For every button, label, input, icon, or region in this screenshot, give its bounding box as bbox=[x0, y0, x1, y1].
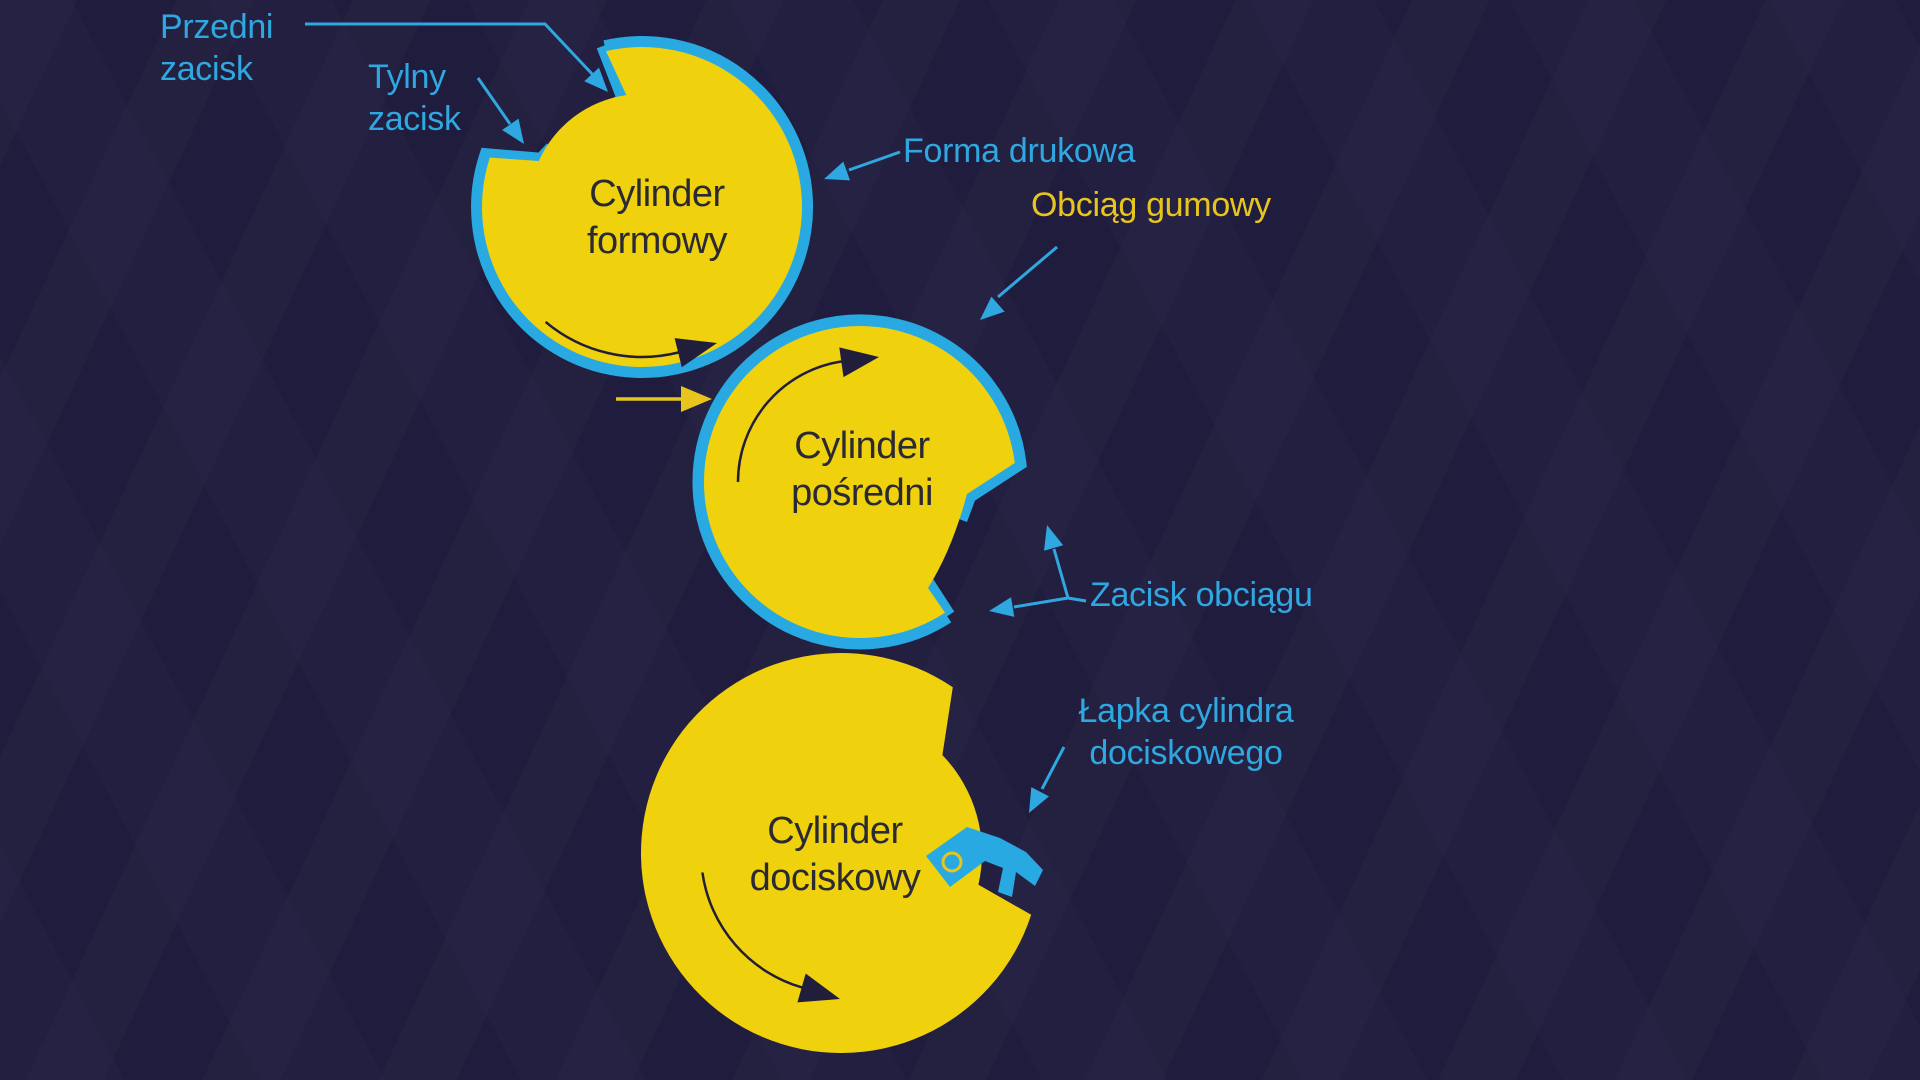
zacisk-obciagu-arrow-lower bbox=[1013, 596, 1069, 609]
cylinder-dociskowy-body bbox=[640, 653, 1032, 1054]
transfer-direction-arrow bbox=[616, 386, 712, 412]
rotation-arrowhead-dociskowy bbox=[797, 973, 840, 1003]
zacisk-obciagu-arrow-upper bbox=[1052, 548, 1087, 603]
cylinder-posredni-group bbox=[692, 314, 1027, 650]
zacisk-obciagu-arrowhead-lower bbox=[989, 597, 1015, 617]
lapka-arrowhead bbox=[1029, 787, 1049, 813]
lapka-arrow bbox=[1040, 746, 1066, 790]
cylinder-posredni-label: Cylinder pośredni bbox=[791, 423, 933, 517]
callout-arrows bbox=[305, 22, 1087, 813]
cylinder-dociskowy-label-line2: dociskowy bbox=[749, 857, 921, 899]
rotation-arrowhead-posredni bbox=[839, 347, 879, 378]
cylinder-dociskowy-label: Cylinder dociskowy bbox=[750, 808, 921, 902]
cylinder-formowy-label-line1: Cylinder bbox=[589, 173, 725, 215]
label-przedni-zacisk-line2: zacisk bbox=[160, 50, 253, 88]
label-przedni-zacisk-line1: Przedni bbox=[160, 8, 274, 46]
label-obciag-gumowy: Obciąg gumowy bbox=[1031, 186, 1271, 224]
cylinder-posredni-label-line2: pośredni bbox=[791, 472, 933, 514]
cylinder-formowy-body bbox=[481, 47, 802, 368]
label-lapka-cylindra: Łapka cylindra dociskowego bbox=[1078, 690, 1293, 774]
przedni-zacisk-arrowhead bbox=[584, 67, 608, 92]
tylny-zacisk-arrowhead bbox=[502, 118, 524, 144]
przedni-zacisk-arrow bbox=[305, 22, 596, 78]
forma-drukowa-trim bbox=[471, 36, 814, 379]
forma-drukowa-arrowhead bbox=[824, 161, 850, 181]
lapka-clamp-shape bbox=[926, 827, 1043, 897]
cylinder-formowy-label-line2: formowy bbox=[586, 220, 728, 262]
cylinder-posredni-body bbox=[703, 326, 1015, 639]
lapka-pivot-ring bbox=[941, 851, 963, 873]
label-forma-drukowa: Forma drukowa bbox=[903, 132, 1136, 170]
obciag-gumowy-arrow bbox=[997, 245, 1058, 299]
transfer-arrowhead bbox=[681, 386, 712, 412]
cylinder-dociskowy-group bbox=[640, 653, 1043, 1054]
forma-drukowa-arrow bbox=[848, 150, 901, 172]
label-zacisk-obciagu: Zacisk obciągu bbox=[1090, 576, 1313, 614]
obciag-gumowy-arrowhead bbox=[980, 296, 1005, 320]
cylinder-formowy-group bbox=[471, 36, 814, 379]
rotation-arrow-dociskowy bbox=[701, 872, 803, 989]
label-lapka-line2: dociskowego bbox=[1089, 734, 1283, 772]
cylinder-posredni-label-line1: Cylinder bbox=[794, 425, 930, 467]
label-lapka-line1: Łapka cylindra bbox=[1078, 692, 1294, 730]
label-tylny-zacisk-line1: Tylny bbox=[368, 58, 446, 96]
rotation-arrow-posredni bbox=[736, 359, 844, 483]
zacisk-obciagu-arrowhead-upper bbox=[1044, 525, 1064, 551]
obciag-gumowy-trim bbox=[692, 314, 1027, 650]
label-przedni-zacisk: Przedni zacisk bbox=[160, 6, 273, 90]
rotation-arrow-formowy bbox=[544, 320, 679, 359]
tylny-zacisk-arrow bbox=[476, 77, 512, 125]
cylinder-formowy-label: Cylinder formowy bbox=[586, 171, 728, 265]
cylinder-dociskowy-label-line1: Cylinder bbox=[767, 810, 903, 852]
label-tylny-zacisk: Tylny zacisk bbox=[368, 56, 461, 140]
label-tylny-zacisk-line2: zacisk bbox=[368, 100, 461, 138]
rotation-arrowhead-formowy bbox=[674, 338, 717, 368]
